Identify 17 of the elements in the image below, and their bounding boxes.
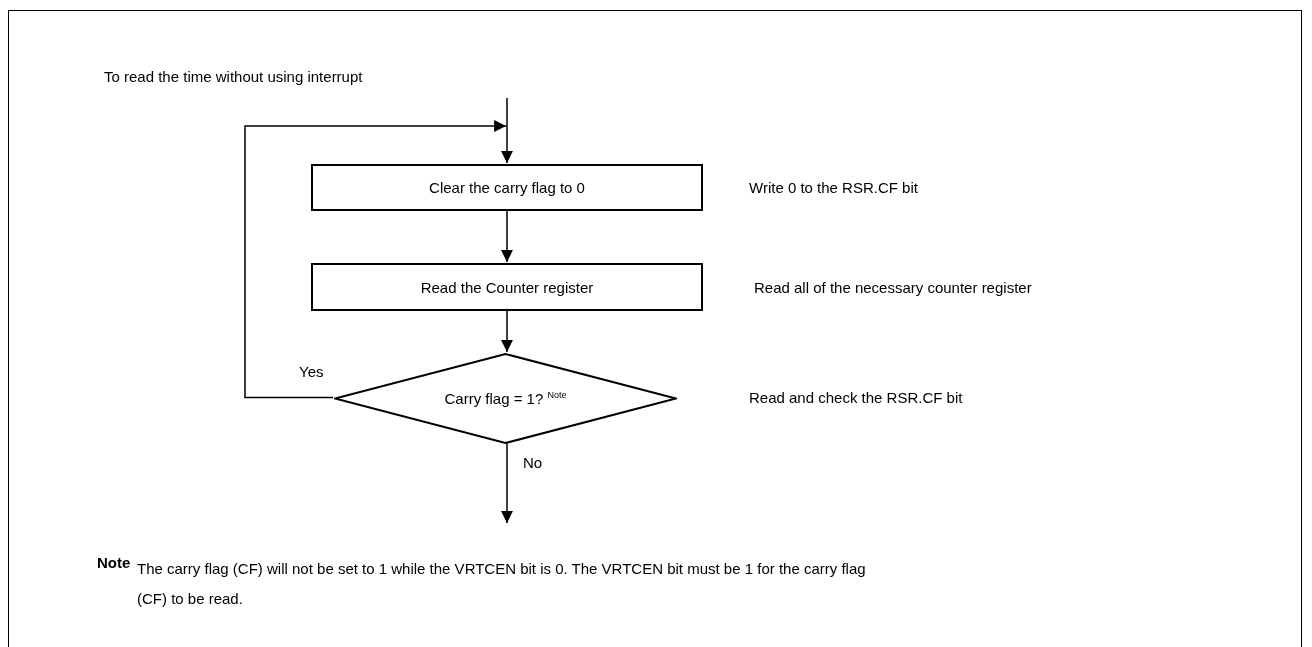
- node-label: Carry flag = 1? $^{Note}$: [444, 390, 567, 407]
- step-note: Write 0 to the RSR.CF bit: [749, 179, 918, 196]
- note-heading: Note: [97, 554, 131, 571]
- arrow: [501, 97, 513, 164]
- node-label: Read the Counter register: [420, 278, 594, 296]
- process-box: [311, 263, 703, 311]
- step-note: Read all of the necessary counter register: [754, 279, 1032, 296]
- arrow: [501, 442, 513, 524]
- flow-title: To read the time without using interrupt: [104, 68, 363, 85]
- arrow: [501, 209, 513, 263]
- arrow: [244, 120, 507, 399]
- process-box: [311, 164, 703, 211]
- node-label: Clear the carry flag to 0: [429, 179, 585, 196]
- step-note: Read and check the RSR.CF bit: [749, 389, 963, 406]
- decision-diamond: [334, 353, 677, 444]
- note-text: The carry flag (CF) will not be set to 1 while the VRTCEN bit is 0. The VRTCEN bit must be 1 for the carry flag (CF) to be read.: [137, 559, 867, 609]
- arrow: [501, 309, 513, 353]
